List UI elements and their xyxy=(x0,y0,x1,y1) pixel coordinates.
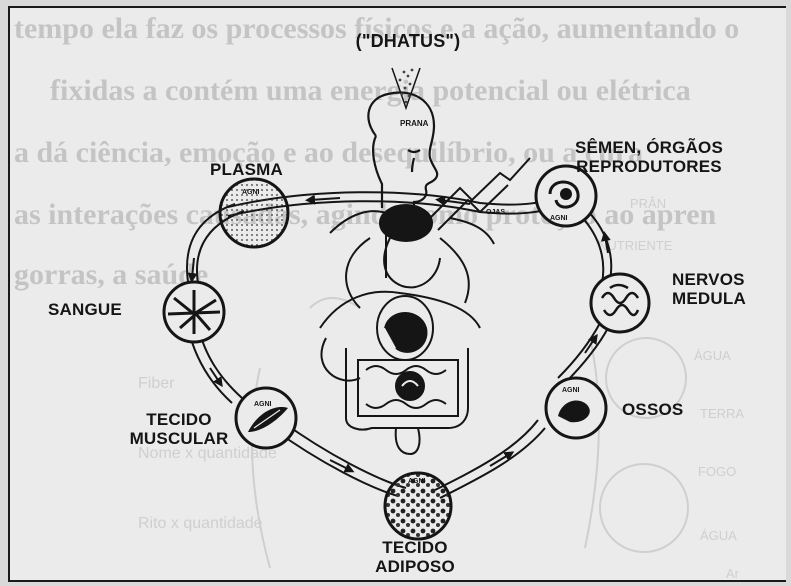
agni-label: AGNI xyxy=(242,189,260,196)
diagram-title: ("DHATUS") xyxy=(328,32,488,51)
dhatus-diagram: PRANA OJAS xyxy=(10,8,786,582)
ojas-label: OJAS xyxy=(486,209,505,216)
tissue-label-plasma: PLASMA xyxy=(210,160,283,179)
agni-label: AGNI xyxy=(562,387,580,394)
bone-circle: AGNI xyxy=(546,378,606,438)
prana-label: PRANA xyxy=(400,119,429,128)
tissue-label-bone: OSSOS xyxy=(622,400,683,419)
prana-dots xyxy=(399,69,414,104)
tissue-label-nerves: NERVOS MEDULA xyxy=(672,270,746,308)
agni-label: AGNI xyxy=(254,401,272,408)
adipose-circle: AGNI xyxy=(385,473,451,539)
human-head xyxy=(368,68,437,213)
tissue-label-adipose: TECIDO ADIPOSO xyxy=(350,538,480,576)
plasma-circle: AGNI xyxy=(220,179,288,247)
agni-label: AGNI xyxy=(408,478,426,485)
tissue-label-muscle: TECIDO MUSCULAR xyxy=(104,410,254,448)
blood-circle xyxy=(164,282,224,342)
torso-organs xyxy=(320,205,494,454)
nerves-circle xyxy=(591,274,649,332)
tissue-label-blood: SANGUE xyxy=(48,300,122,319)
agni-label: AGNI xyxy=(550,215,568,222)
diagram-frame: tempo ela faz os processos físicos e a a… xyxy=(8,6,786,582)
energy-bolt xyxy=(430,158,530,230)
tissue-label-semen: SÊMEN, ÓRGÃOS REPRODUTORES xyxy=(534,138,764,176)
